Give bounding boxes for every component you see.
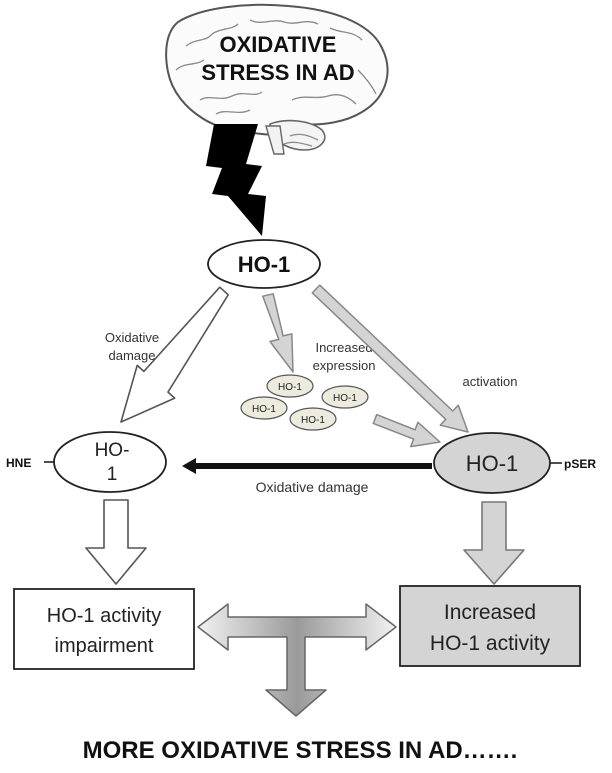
right-box-line2: HO-1 activity xyxy=(430,632,551,655)
left-ho1-label-line1: HO- xyxy=(95,440,130,461)
brain-folds xyxy=(175,19,377,147)
small-ho1-label: HO-1 xyxy=(333,393,357,404)
small-ho1-ellipse xyxy=(321,385,369,409)
increased-expression-line1: Increased xyxy=(315,340,372,355)
top-ho1-ellipse xyxy=(207,239,321,289)
brain-stem xyxy=(265,125,285,155)
activation-arrow xyxy=(311,284,469,433)
brain-outline xyxy=(165,3,389,136)
increased-ho1-activity-box xyxy=(399,585,581,667)
brain-illustration: OXIDATIVE STRESS IN AD xyxy=(165,3,389,155)
oxidative-damage-arrow xyxy=(120,286,229,423)
small-ho1-ellipse xyxy=(266,374,314,398)
activation-label: activation xyxy=(463,374,518,389)
oxidative-damage-label-line2: damage xyxy=(109,348,156,363)
right-ho1-label: HO-1 xyxy=(466,451,519,476)
small-ho1-ellipse xyxy=(240,396,288,420)
lightning-bolt-icon xyxy=(206,124,266,236)
cluster-to-right-arrow xyxy=(372,413,441,448)
brain-title-line1: OXIDATIVE xyxy=(220,32,337,57)
conclusion-text: MORE OXIDATIVE STRESS IN AD……. xyxy=(83,737,518,764)
left-down-arrow xyxy=(85,499,147,585)
left-box-line1: HO-1 activity xyxy=(47,605,161,627)
left-ho1-label-line2: 1 xyxy=(107,464,118,485)
ho1-cluster: HO-1 HO-1 HO-1 HO-1 xyxy=(240,374,369,431)
brain-title-line2: STRESS IN AD xyxy=(201,60,354,85)
right-down-arrow xyxy=(463,501,525,585)
ho1-activity-impairment-box xyxy=(13,588,195,670)
convergence-t-arrow xyxy=(197,603,397,717)
small-ho1-label: HO-1 xyxy=(278,382,302,393)
horizontal-oxidative-damage-arrow xyxy=(182,458,432,474)
small-ho1-ellipse xyxy=(289,407,337,431)
oxidative-damage-label-line1: Oxidative xyxy=(105,330,159,345)
right-box-line1: Increased xyxy=(444,601,536,624)
increased-expression-line2: expression xyxy=(313,358,376,373)
horizontal-oxidative-damage-label: Oxidative damage xyxy=(256,479,369,495)
left-box-line2: impairment xyxy=(55,635,154,657)
small-ho1-label: HO-1 xyxy=(252,404,276,415)
top-ho1-label: HO-1 xyxy=(238,252,291,277)
pser-tag: pSER xyxy=(564,457,596,471)
small-ho1-label: HO-1 xyxy=(301,415,325,426)
increased-expression-arrow xyxy=(262,293,294,373)
hne-tag: HNE xyxy=(6,456,31,470)
